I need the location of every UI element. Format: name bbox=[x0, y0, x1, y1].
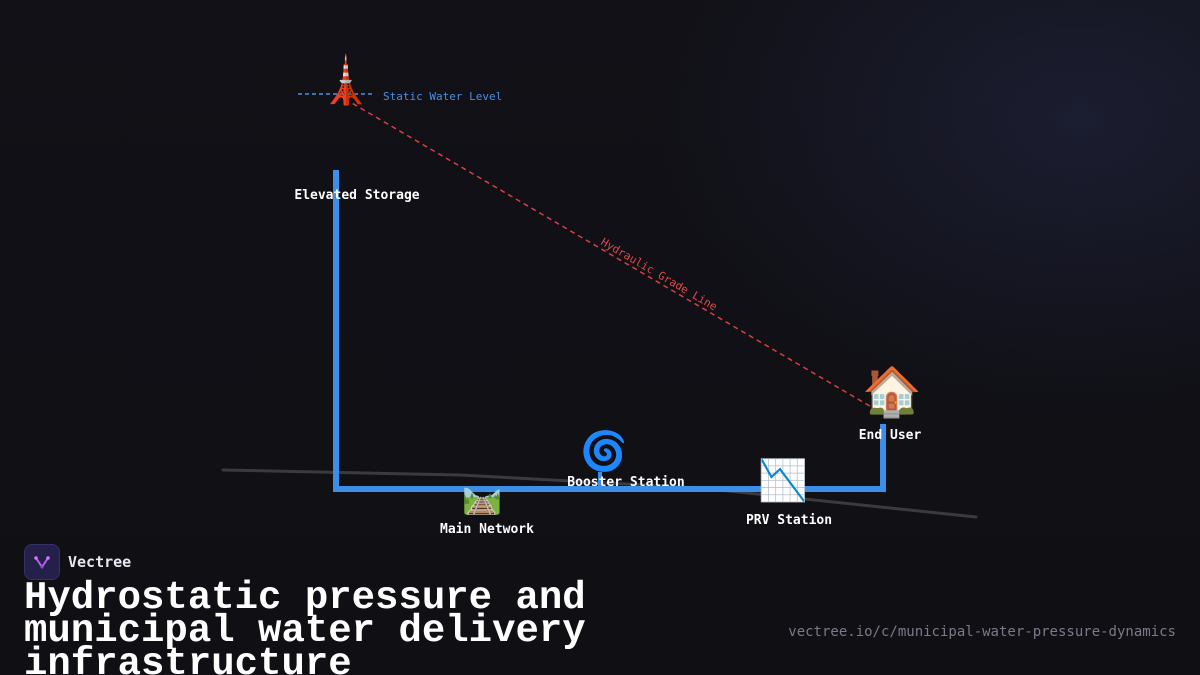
house-icon: 🏠 bbox=[862, 364, 922, 420]
main-network-label: Main Network bbox=[440, 522, 534, 537]
brand-name: Vectree bbox=[68, 553, 132, 571]
end-user-label: End User bbox=[859, 428, 922, 443]
railway-track-icon: 🛤️ bbox=[462, 478, 502, 516]
water-pipe bbox=[333, 170, 886, 492]
hydraulic-grade-line-label: Hydraulic Grade Line bbox=[598, 235, 719, 313]
vectree-logo-icon bbox=[24, 544, 60, 580]
static-water-level-label: Static Water Level bbox=[383, 90, 502, 103]
chart-decreasing-icon: 📉 bbox=[758, 457, 808, 504]
vectree-logo-mark bbox=[34, 556, 50, 569]
brand-header: Vectree bbox=[24, 544, 131, 580]
terrain-line bbox=[221, 468, 978, 519]
page-title: Hydrostatic pressure and municipal water… bbox=[24, 576, 586, 675]
hydraulic-grade-line bbox=[344, 98, 881, 413]
source-url: vectree.io/c/municipal-water-pressure-dy… bbox=[788, 624, 1176, 640]
booster-station-label: Booster Station bbox=[567, 475, 684, 490]
tower-icon: 🗼 bbox=[317, 52, 374, 107]
elevated-storage-label: Elevated Storage bbox=[294, 188, 419, 203]
prv-station-label: PRV Station bbox=[746, 513, 832, 528]
cyclone-icon: 🌀 bbox=[580, 428, 627, 473]
